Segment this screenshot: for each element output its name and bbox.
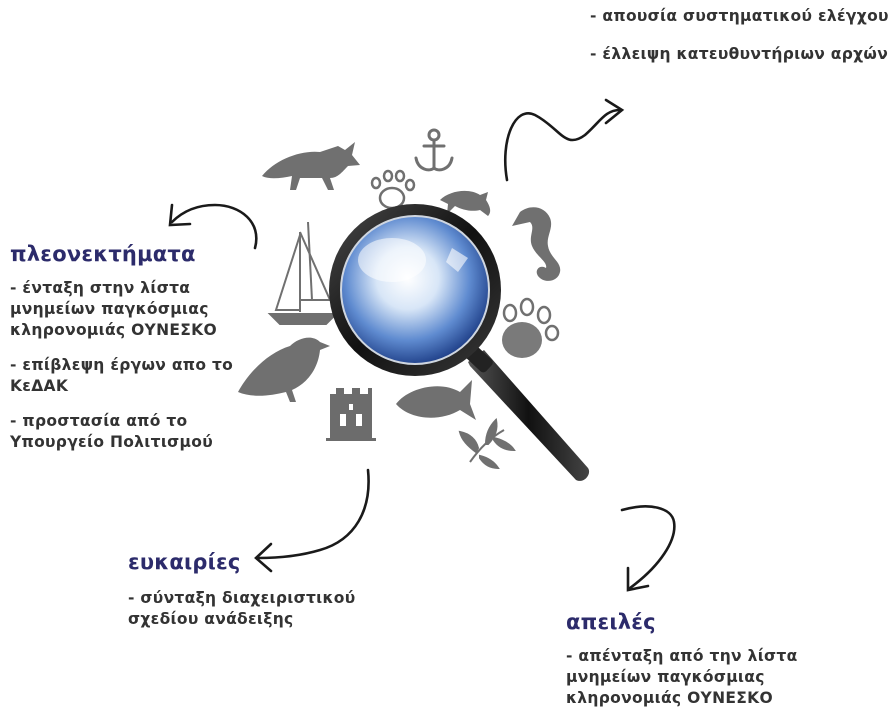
threats-heading: απειλές [566,610,656,634]
threat-item: - απένταξη από την λίστα μνημείων παγκόσ… [566,647,798,707]
strength-item: - ένταξη στην λίστα μνημείων παγκόσμιας … [10,279,217,339]
opportunities-section: ευκαιρίες - σύνταξη διαχειριστικού σχεδί… [128,550,388,630]
anchor-icon [414,128,454,172]
fish-icon [396,380,476,420]
castle-tower-icon [326,388,376,441]
strength-item: - επίβλεψη έργων απο το ΚεΔΑΚ [10,356,234,395]
strengths-heading: πλεονεκτήματα [10,242,196,266]
fox-icon [262,142,360,190]
arrow-to-weaknesses [503,98,625,182]
arrow-to-threats [620,505,676,592]
arrow-to-opportunities [254,468,370,573]
opportunities-heading: ευκαιρίες [128,550,241,574]
strengths-section: πλεονεκτήματα - ένταξη στην λίστα μνημεί… [10,242,270,453]
bird-icon [238,337,330,402]
strength-item: - προστασία από το Υπουργείο Πολιτισμού [10,412,213,451]
seahorse-icon [512,207,561,281]
weaknesses-section: - απουσία συστηματικού ελέγχου - έλλειψη… [590,6,889,65]
weakness-item: - απουσία συστηματικού ελέγχου [590,7,889,25]
arrow-to-strengths [168,203,258,250]
threats-section: απειλές - απένταξη από την λίστα μνημείω… [566,610,866,709]
magnifying-glass-icon [329,204,590,481]
weakness-item: - έλλειψη κατευθυντήριων αρχών [590,45,889,63]
olive-branch-icon [458,417,516,470]
dolphin-icon [440,190,491,216]
opportunity-item: - σύνταξη διαχειριστικού σχεδίου ανάδειξ… [128,589,356,628]
sailboat-icon [267,221,339,325]
paw-print-icon [502,297,560,358]
paw-print-icon [370,169,416,210]
